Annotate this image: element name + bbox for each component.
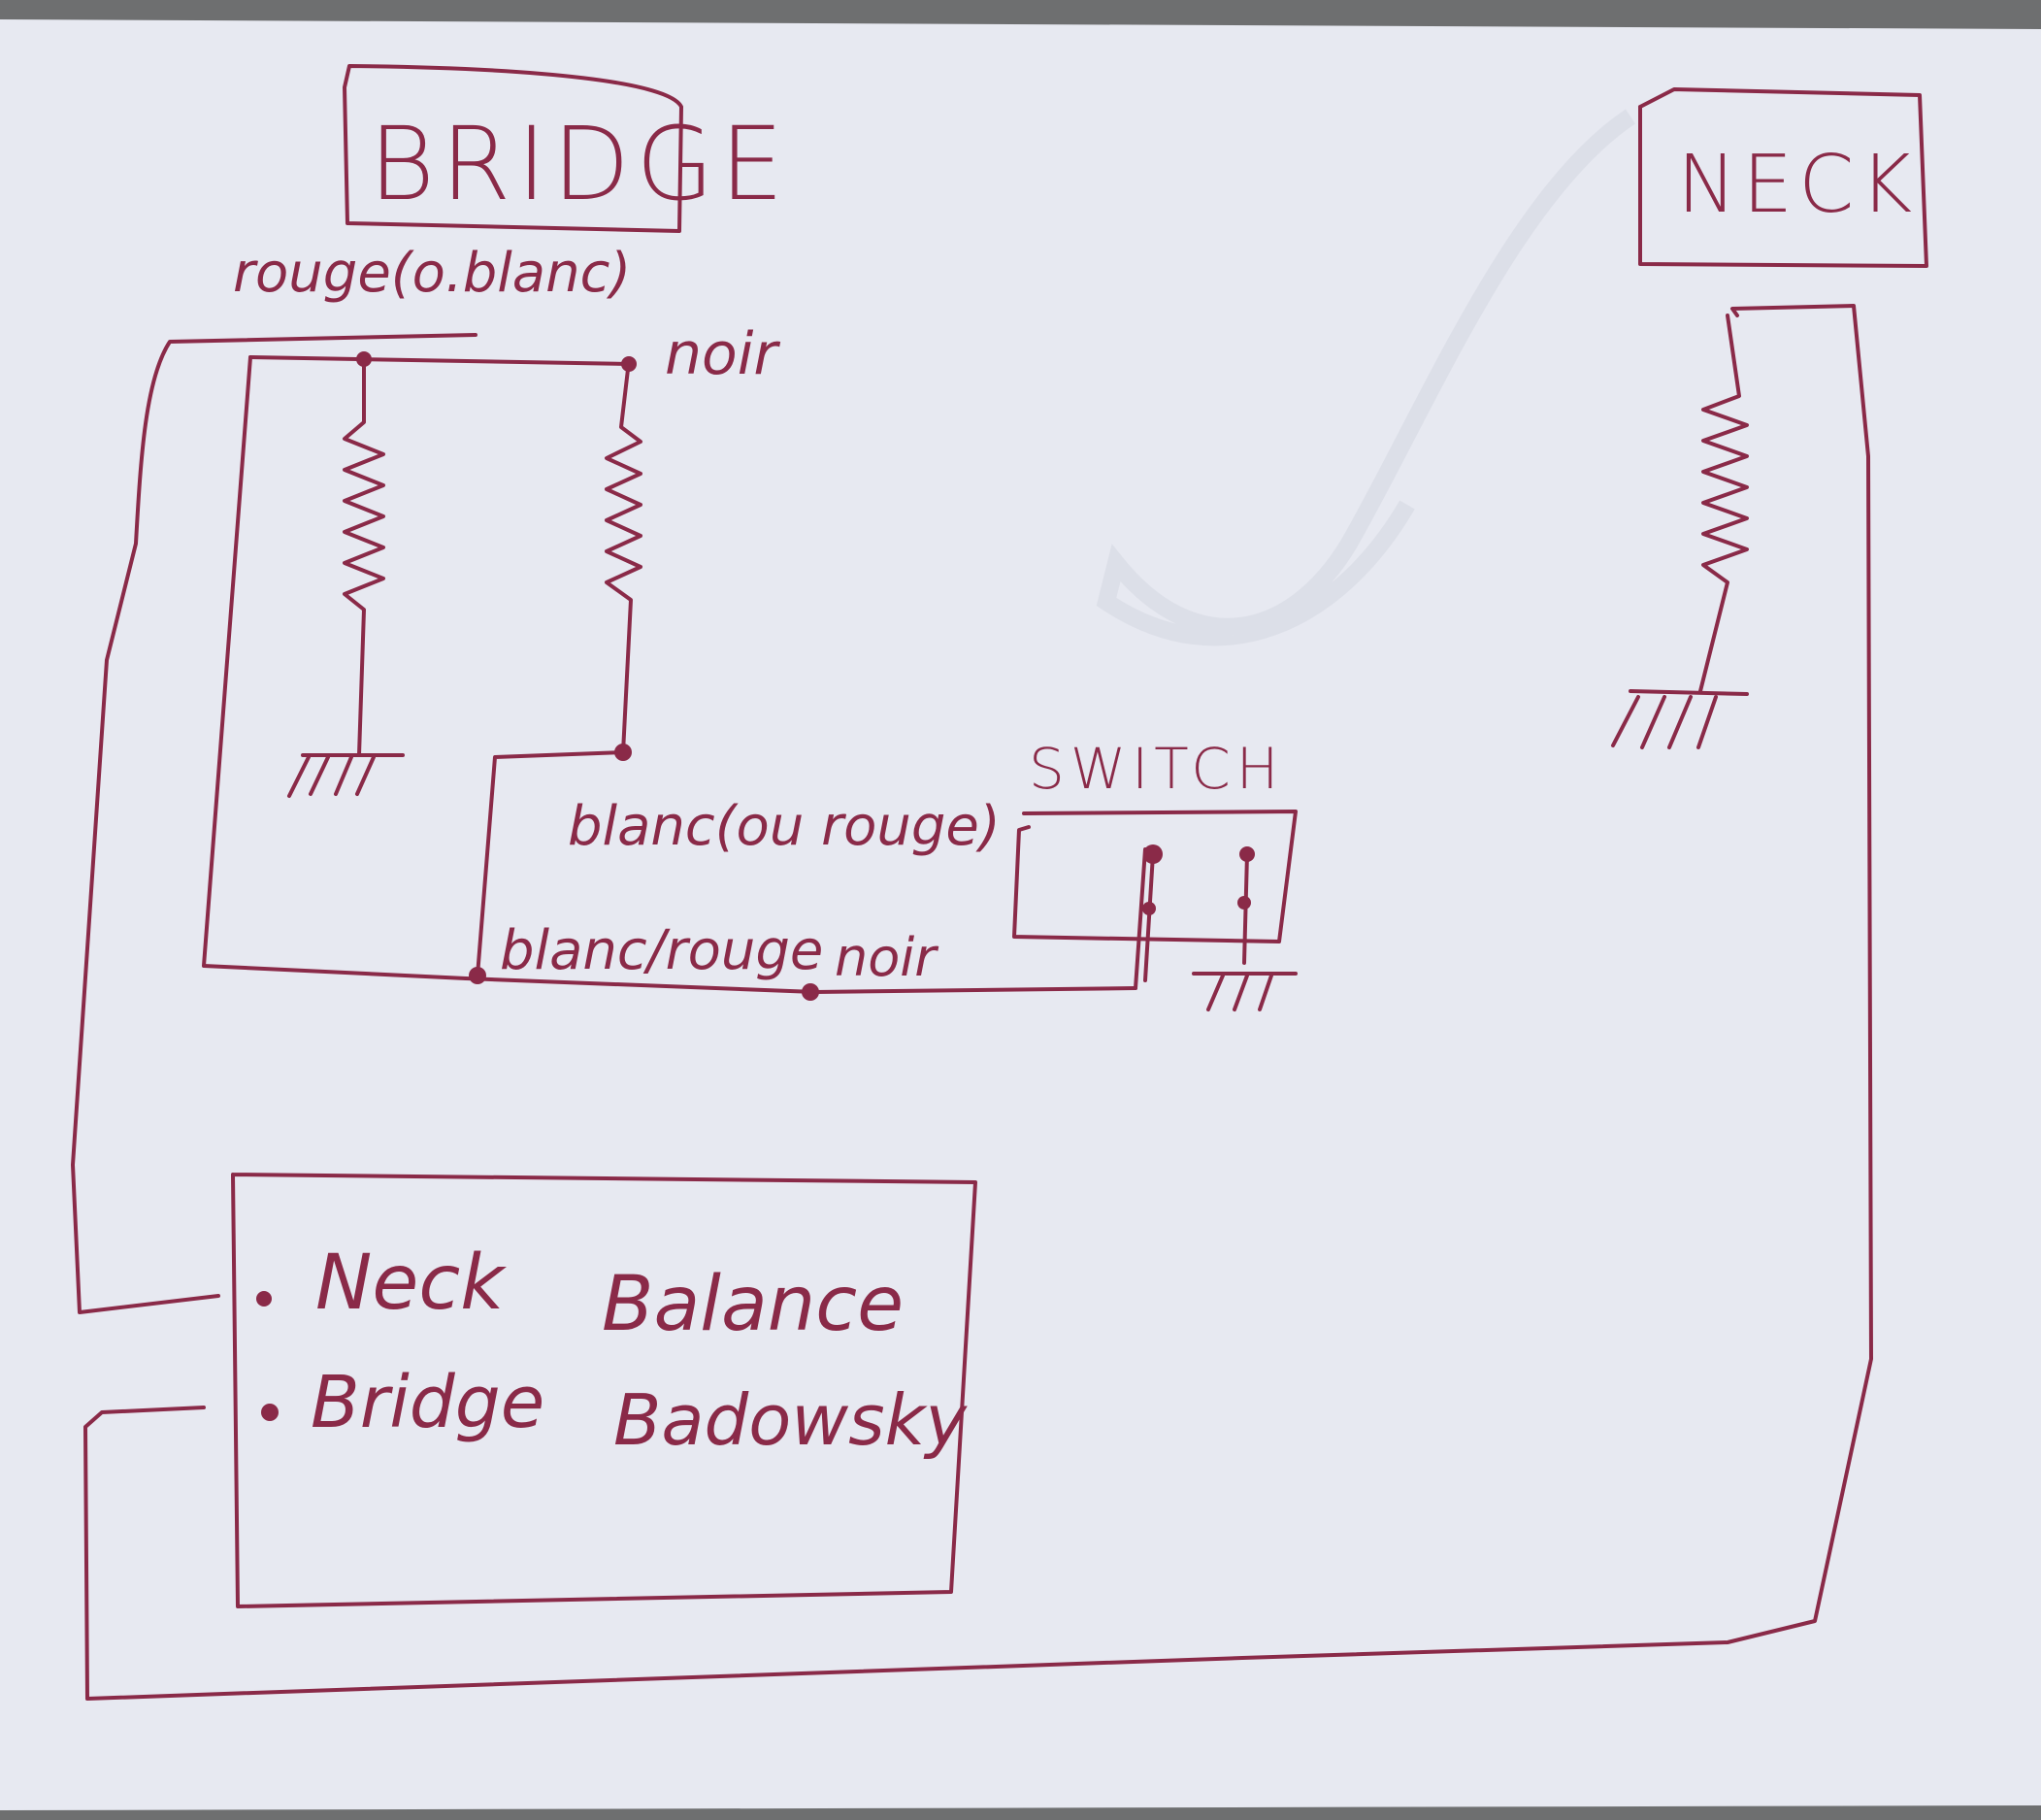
paper-shadow-curve (1096, 109, 1635, 646)
neck-coil (1698, 314, 1749, 693)
ground-bridge-left-ticks (287, 755, 376, 798)
bridge-box (343, 64, 683, 233)
wire-neck-outer (83, 304, 1873, 1701)
wire-bridge-left-loop (202, 355, 468, 980)
junction-dot (614, 744, 632, 761)
panel-bullet-bridge (261, 1404, 279, 1421)
label-rouge-o-blanc: rouge(o.blanc) (233, 242, 631, 305)
control-panel-box (231, 1173, 977, 1608)
label-noir-top: noir (665, 320, 780, 388)
junction-dot (1143, 844, 1163, 864)
panel-option-neck: Neck (315, 1240, 507, 1327)
wire-bridge-top (248, 355, 631, 366)
paper-sheet (0, 19, 2041, 1810)
bridge-coil-left (343, 357, 385, 757)
junction-dot (356, 351, 372, 367)
junction-dot (802, 983, 819, 1001)
label-noir-bottom: noir (835, 927, 938, 988)
junction-dot (1239, 846, 1255, 862)
neck-box (1638, 87, 1928, 268)
wire-blanc-ou-rouge (476, 750, 625, 977)
panel-option-bridge: Bridge (311, 1361, 544, 1444)
ground-neck-bar (1629, 689, 1749, 696)
junction-dot (621, 356, 637, 372)
junction-dot (469, 967, 486, 984)
neck-label: NECK (1677, 139, 1918, 231)
label-blanc-rouge: blanc/rouge (500, 919, 823, 982)
switch-label: SWITCH (1029, 736, 1284, 802)
junction-dot (1237, 896, 1251, 910)
wire-outer-left (71, 333, 477, 1314)
labels: BRIDGE NECK SWITCH rouge(o.blanc) noir b… (233, 105, 1918, 1461)
wire-switch-in (1134, 847, 1147, 990)
panel-mode-badowsky: Badowsky (613, 1379, 968, 1461)
switch-lever-left (1143, 852, 1155, 982)
bridge-coil-right (605, 359, 642, 754)
panel-mode-balance: Balance (602, 1261, 904, 1348)
ground-neck-ticks (1611, 695, 1718, 749)
junction-dot (1142, 902, 1156, 915)
panel-bullet-neck (256, 1291, 272, 1307)
bridge-label: BRIDGE (369, 105, 789, 223)
connection-dots (256, 351, 1255, 1421)
label-blanc-ou-rouge: blanc(ou rouge) (568, 795, 1001, 858)
ground-switch-ticks (1206, 974, 1273, 1011)
